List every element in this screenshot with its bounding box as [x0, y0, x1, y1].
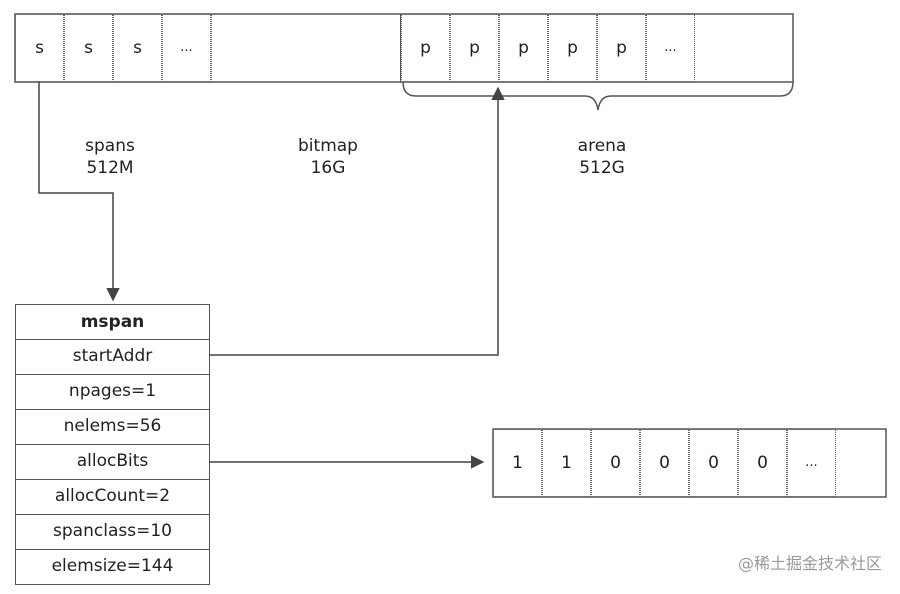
alloc-bit-cell: 1 [493, 429, 542, 497]
span-cell-ellipsis: ... [162, 14, 211, 82]
mspan-field-npages: npages=1 [15, 374, 210, 410]
mspan-title: mspan [15, 304, 210, 340]
page-cell: p [548, 14, 597, 82]
mspan-field-alloccount: allocCount=2 [15, 479, 210, 515]
mspan-field-nelems: nelems=56 [15, 409, 210, 445]
spans-size: 512M [86, 158, 134, 178]
span-cell: s [15, 14, 64, 82]
alloc-bit-cell: 0 [591, 429, 640, 497]
page-cell: p [499, 14, 548, 82]
bitmap-region [211, 14, 401, 82]
alloc-bit-cell: 1 [542, 429, 591, 497]
alloc-bit-cell: 0 [738, 429, 787, 497]
bitmap-name: bitmap [298, 136, 358, 156]
arena-label: arena 512G [552, 135, 652, 179]
watermark: @稀土掘金技术社区 [737, 554, 882, 573]
page-cell: p [450, 14, 499, 82]
spans-name: spans [85, 136, 135, 156]
mspan-field-spanclass: spanclass=10 [15, 514, 210, 550]
page-cell: p [401, 14, 450, 82]
alloc-bit-cell: 0 [689, 429, 738, 497]
mspan-field-elemsize: elemsize=144 [15, 549, 210, 585]
alloc-bit-cell-ellipsis: ... [787, 429, 836, 497]
span-cell: s [64, 14, 113, 82]
startaddr-to-page-arrow [210, 86, 505, 356]
bitmap-size: 16G [310, 158, 346, 178]
page-cell: p [597, 14, 646, 82]
alloc-bit-cell: 0 [640, 429, 689, 497]
arena-size: 512G [579, 158, 625, 178]
mspan-field-allocbits: allocBits [15, 444, 210, 480]
page-cell-ellipsis: ... [646, 14, 695, 82]
spans-to-mspan-arrow [38, 82, 120, 302]
bitmap-label: bitmap 16G [278, 135, 378, 179]
arena-name: arena [577, 136, 627, 156]
span-cell: s [113, 14, 162, 82]
spans-label: spans 512M [60, 135, 160, 179]
arena-brace [402, 81, 794, 111]
mspan-field-startaddr: startAddr [15, 339, 210, 375]
